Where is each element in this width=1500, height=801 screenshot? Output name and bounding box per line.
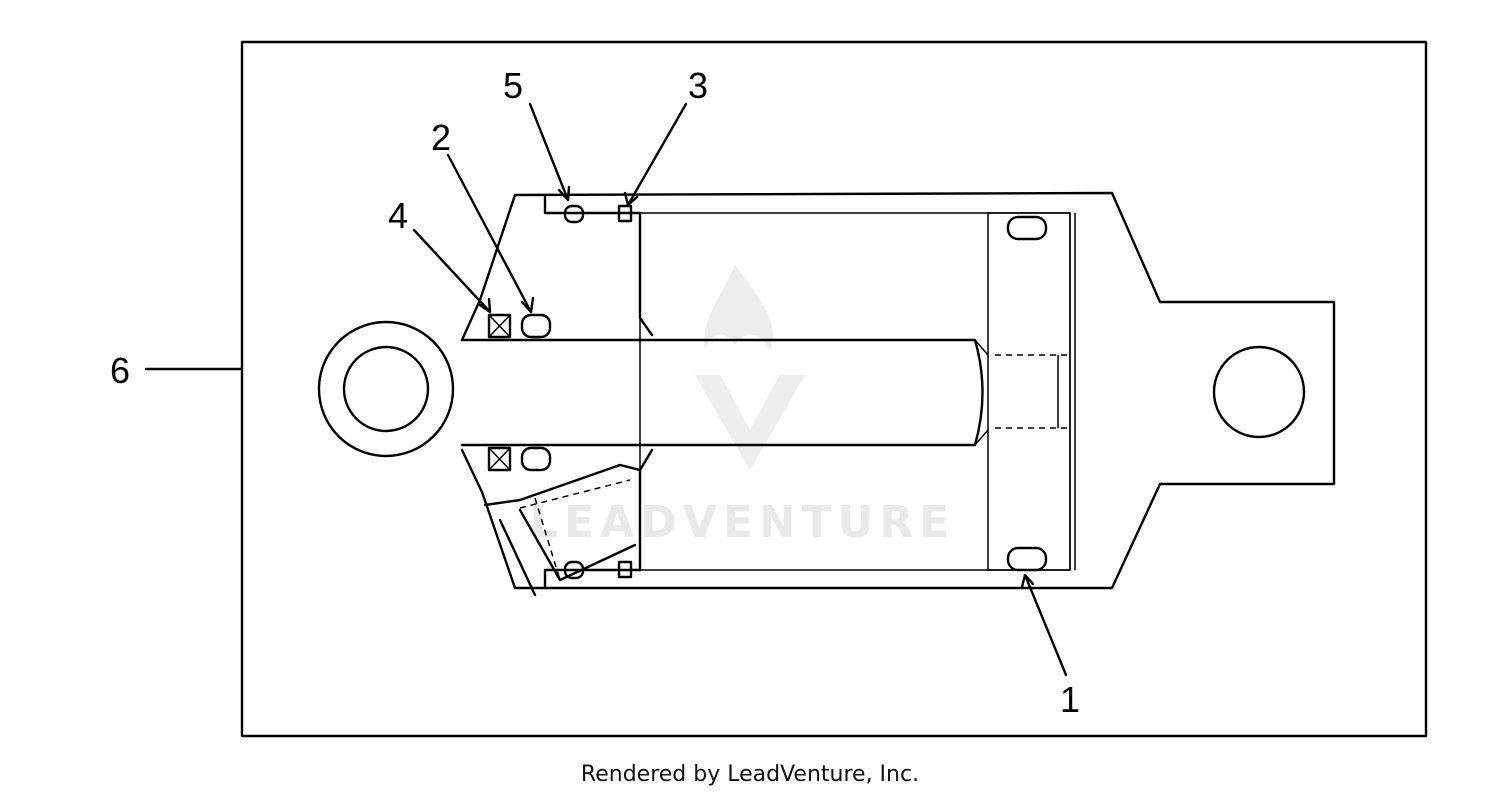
watermark-text: LEADVENTURE [530, 497, 955, 548]
cylinder-gland [543, 193, 654, 337]
leader-line-5 [528, 102, 570, 202]
wiper-seal-4 [487, 313, 512, 339]
cylinder-barrel [460, 191, 1336, 590]
rod-seal-2 [520, 313, 552, 339]
callout-5: 5 [503, 65, 523, 106]
gland-oring-5 [563, 204, 585, 224]
callout-3: 3 [688, 65, 708, 106]
callout-6: 6 [110, 350, 130, 391]
callout-4: 4 [388, 195, 408, 236]
diagram-frame [240, 40, 1428, 738]
piston-rod [460, 338, 984, 447]
render-credit: Rendered by LeadVenture, Inc. [580, 762, 920, 787]
hydraulic-port [483, 463, 642, 597]
barrel-mount-hole [1212, 345, 1306, 439]
leader-line-1 [1023, 573, 1068, 677]
rod-eye [317, 320, 455, 458]
callout-2: 2 [431, 117, 451, 158]
leader-line-4 [412, 228, 492, 314]
leader-line-3 [626, 102, 688, 207]
piston-seal-1 [1006, 546, 1048, 572]
callout-1: 1 [1060, 679, 1080, 720]
watermark-logo [695, 265, 805, 470]
backup-ring-3 [617, 204, 633, 223]
leader-line-2 [446, 153, 533, 314]
